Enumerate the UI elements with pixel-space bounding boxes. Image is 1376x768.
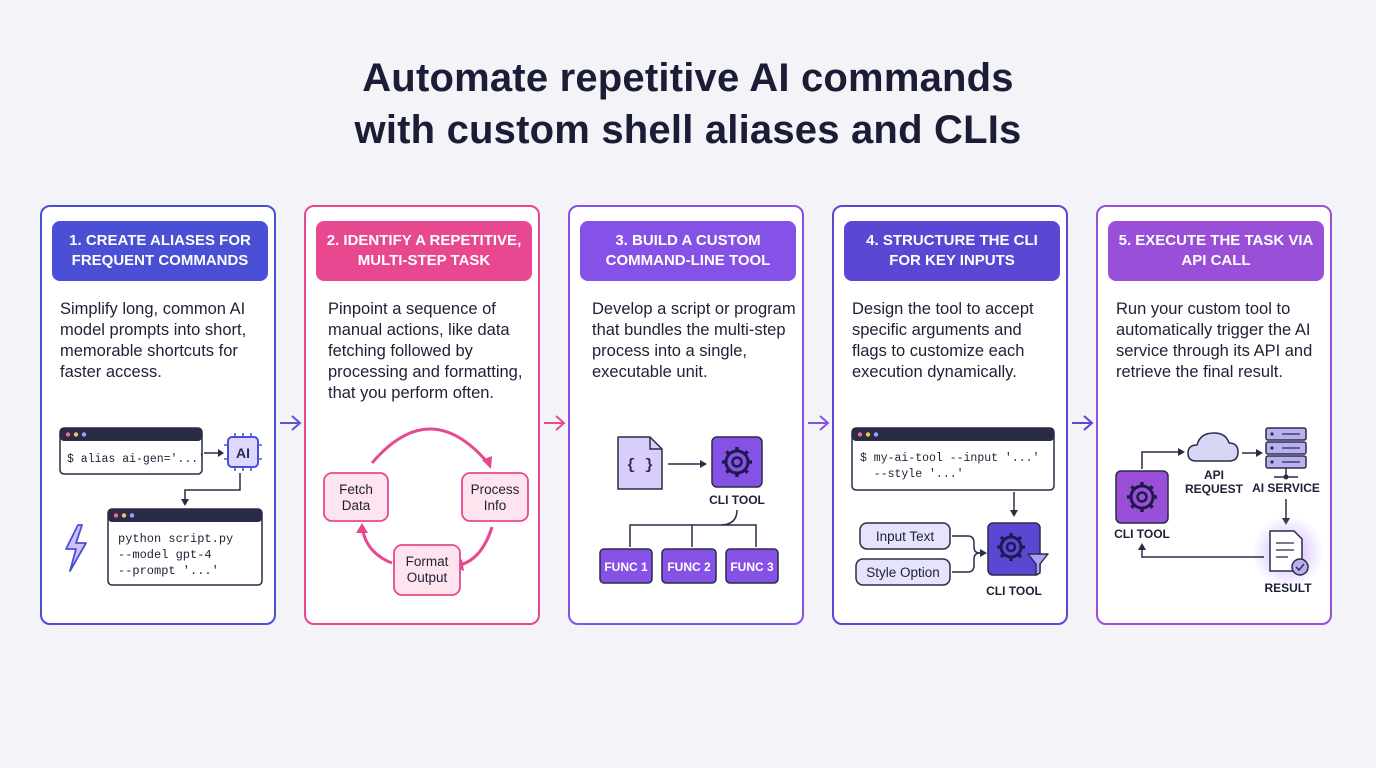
step-card-4: 4. STRUCTURE THE CLI FOR KEY INPUTS Desi… bbox=[832, 205, 1068, 625]
node-fetch-data: Fetch Data bbox=[323, 472, 389, 522]
alias-command: $ alias ai-gen='...' bbox=[67, 453, 205, 466]
gear-icon bbox=[711, 436, 763, 488]
step-1-description: Simplify long, common AI model prompts i… bbox=[60, 300, 247, 381]
result-document-icon bbox=[1269, 530, 1309, 576]
arrow-icon bbox=[280, 415, 302, 431]
code-file-icon: { } bbox=[617, 436, 663, 490]
svg-text:Style Option: Style Option bbox=[866, 565, 940, 580]
input-text-pill: Input Text bbox=[859, 522, 951, 550]
cli-tool-label: CLI TOOL bbox=[1114, 527, 1170, 541]
node-format-output: Format Output bbox=[393, 544, 461, 596]
step-card-2: 2. IDENTIFY A REPETITIVE, MULTI-STEP TAS… bbox=[304, 205, 540, 625]
step-2-cycle-diagram: Fetch Data Process Info Format Output bbox=[323, 427, 529, 596]
func-2-box: FUNC 2 bbox=[661, 548, 717, 584]
svg-text:Data: Data bbox=[342, 498, 371, 513]
style-option-pill: Style Option bbox=[855, 558, 951, 586]
svg-text:Input Text: Input Text bbox=[876, 529, 935, 544]
svg-text:Format: Format bbox=[406, 554, 449, 569]
step-5-illustration: CLI TOOL API REQUEST AI SERVICE bbox=[1114, 427, 1324, 595]
step-3-illustration: { } CLI TOOL FUNC 1 bbox=[599, 436, 779, 584]
terminal-window-small: $ alias ai-gen='...' bbox=[59, 427, 205, 475]
step-4-illustration: $ my-ai-tool --input '...' --style '...'… bbox=[851, 427, 1055, 598]
step-card-5: 5. EXECUTE THE TASK VIA API CALL Run you… bbox=[1096, 205, 1332, 625]
expanded-command-line-2: --model gpt-4 bbox=[118, 548, 212, 562]
expanded-command-line-3: --prompt '...' bbox=[118, 564, 219, 578]
svg-text:Output: Output bbox=[407, 570, 448, 585]
step-1-title: 1. CREATE ALIASES FOR FREQUENT COMMANDS bbox=[52, 221, 268, 281]
page-title: Automate repetitive AI commands with cus… bbox=[0, 52, 1376, 156]
cloud-icon bbox=[1187, 432, 1239, 462]
api-request-label-1: API bbox=[1204, 468, 1224, 482]
node-process-info: Process Info bbox=[461, 472, 529, 522]
cli-tool-label: CLI TOOL bbox=[709, 493, 765, 507]
step-card-1: 1. CREATE ALIASES FOR FREQUENT COMMANDS … bbox=[40, 205, 276, 625]
result-label: RESULT bbox=[1264, 581, 1312, 595]
arrow-icon bbox=[808, 415, 830, 431]
cli-tool-label: CLI TOOL bbox=[986, 584, 1042, 598]
step-5-title: 5. EXECUTE THE TASK VIA API CALL bbox=[1108, 221, 1324, 281]
api-request-label-2: REQUEST bbox=[1185, 482, 1244, 496]
ai-service-label: AI SERVICE bbox=[1252, 481, 1320, 495]
title-line-1: Automate repetitive AI commands bbox=[362, 56, 1014, 100]
step-2-description: Pinpoint a sequence of manual actions, l… bbox=[328, 300, 523, 402]
cli-tool-gear-icon bbox=[1115, 470, 1169, 524]
svg-text:{ }: { } bbox=[626, 457, 653, 474]
svg-text:Process: Process bbox=[471, 482, 520, 497]
title-line-2: with custom shell aliases and CLIs bbox=[354, 108, 1022, 152]
terminal-window-large: python script.py --model gpt-4 --prompt … bbox=[107, 508, 263, 586]
svg-text:Info: Info bbox=[484, 498, 507, 513]
step-3-description: Develop a script or program that bundles… bbox=[592, 300, 796, 381]
step-4-title: 4. STRUCTURE THE CLI FOR KEY INPUTS bbox=[844, 221, 1060, 281]
server-icon bbox=[1265, 427, 1307, 480]
gear-filter-icon bbox=[987, 522, 1049, 576]
expanded-command-line-1: python script.py bbox=[118, 532, 233, 546]
svg-text:FUNC 3: FUNC 3 bbox=[730, 560, 774, 574]
terminal-line-2: --style '...' bbox=[860, 468, 964, 481]
arrow-icon bbox=[544, 415, 566, 431]
svg-text:FUNC 1: FUNC 1 bbox=[604, 560, 648, 574]
step-card-3: 3. BUILD A CUSTOM COMMAND-LINE TOOL Deve… bbox=[568, 205, 804, 625]
ai-chip-label: AI bbox=[236, 445, 250, 461]
arrow-icon bbox=[1072, 415, 1094, 431]
func-3-box: FUNC 3 bbox=[725, 548, 779, 584]
step-5-description: Run your custom tool to automatically tr… bbox=[1116, 300, 1313, 381]
lightning-icon bbox=[65, 524, 87, 572]
step-1-illustration: $ alias ai-gen='...' AI bbox=[59, 427, 263, 586]
terminal-window: $ my-ai-tool --input '...' --style '...' bbox=[851, 427, 1055, 491]
svg-text:Fetch: Fetch bbox=[339, 482, 373, 497]
step-4-description: Design the tool to accept specific argum… bbox=[852, 300, 1034, 381]
svg-text:FUNC 2: FUNC 2 bbox=[667, 560, 711, 574]
terminal-line-1: $ my-ai-tool --input '...' bbox=[860, 452, 1039, 465]
step-2-title: 2. IDENTIFY A REPETITIVE, MULTI-STEP TAS… bbox=[316, 221, 532, 281]
func-1-box: FUNC 1 bbox=[599, 548, 653, 584]
ai-chip-icon: AI bbox=[224, 433, 262, 471]
step-3-title: 3. BUILD A CUSTOM COMMAND-LINE TOOL bbox=[580, 221, 796, 281]
